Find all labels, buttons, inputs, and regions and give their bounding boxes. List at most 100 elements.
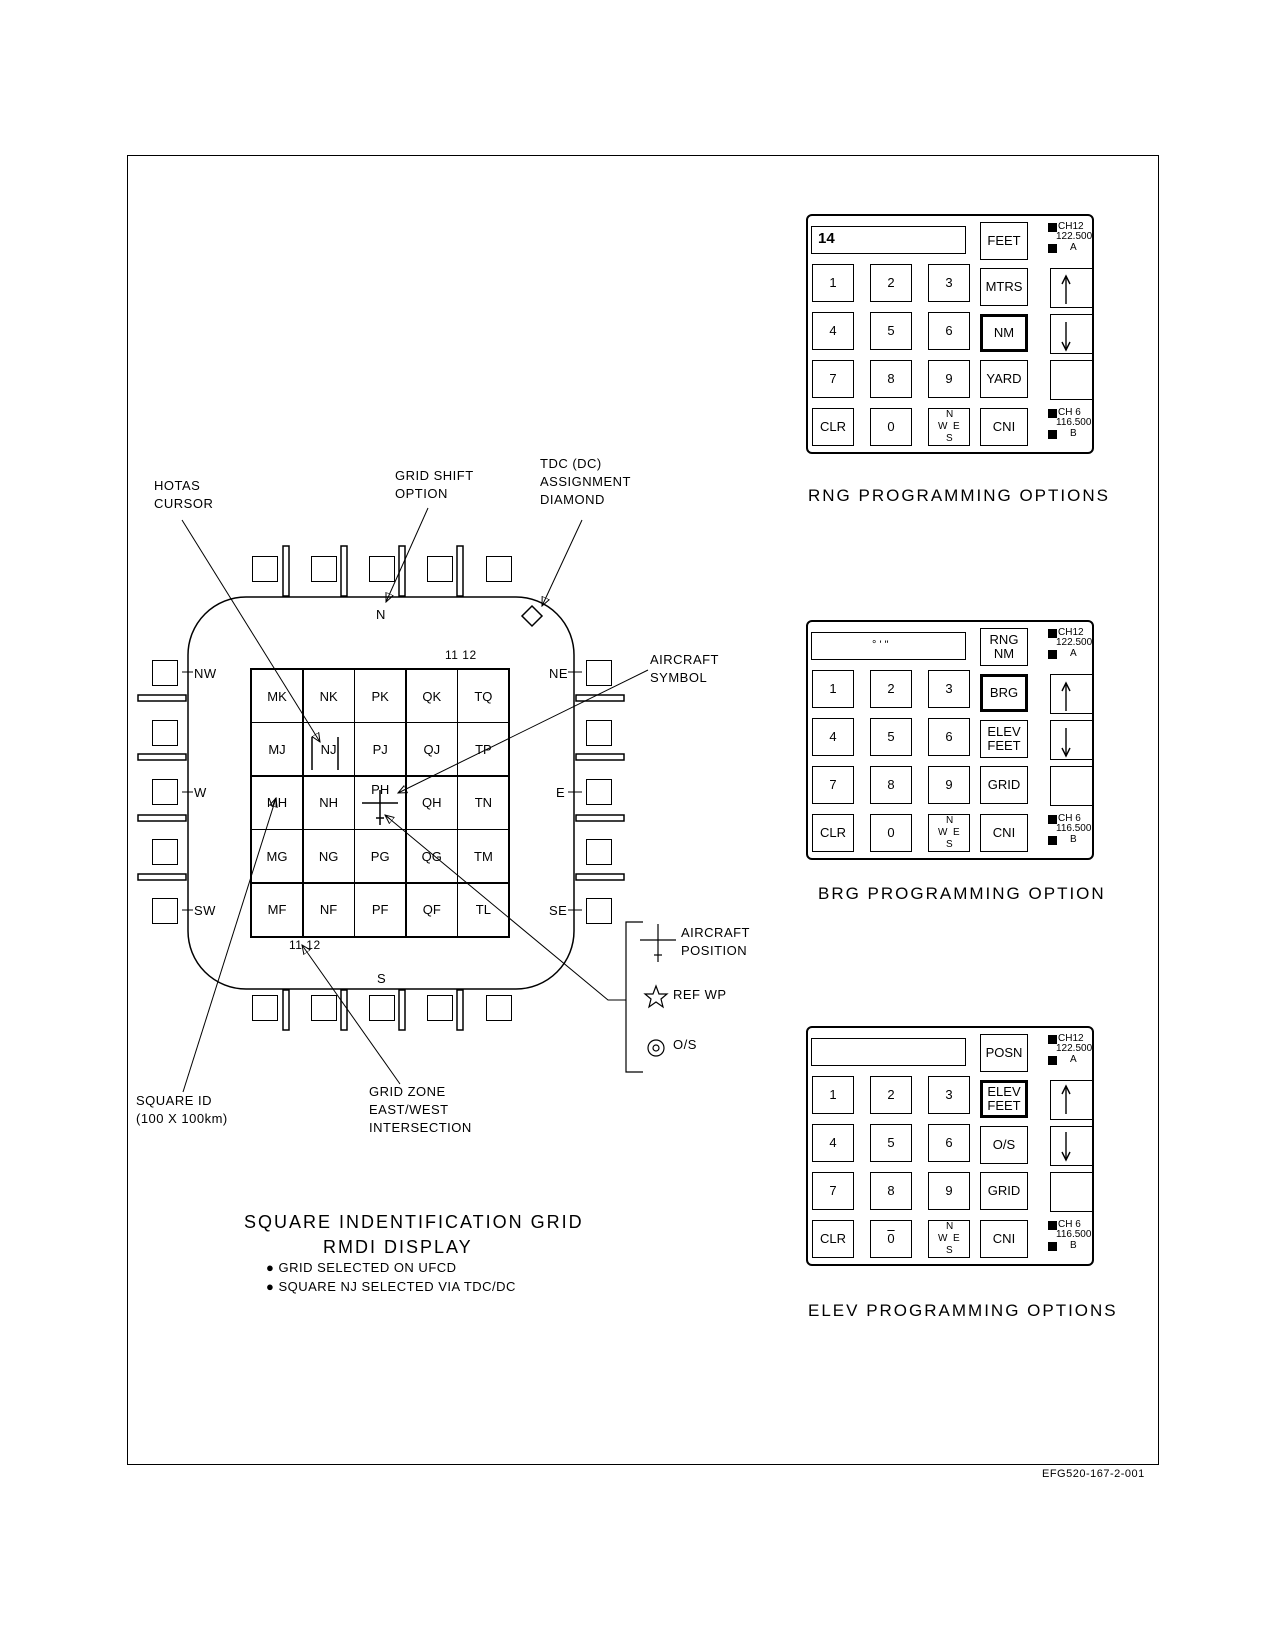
rng-option-0[interactable]: FEET [980,222,1028,260]
osb-left-2[interactable] [152,720,178,746]
rng-option-1[interactable]: MTRS [980,268,1028,306]
rng-key-3[interactable]: 3 [928,264,970,302]
brg-blank-button[interactable] [1050,766,1094,806]
osb-top-4[interactable] [427,556,453,582]
rng-key-clr[interactable]: CLR [812,408,854,446]
grid-square-qj[interactable]: QJ [405,722,458,777]
brg-down-arrow-button[interactable] [1050,720,1094,760]
rng-cni-button[interactable]: CNI [980,408,1028,446]
grid-square-ng[interactable]: NG [302,829,355,884]
brg-key-8[interactable]: 8 [870,766,912,804]
elev-key-3[interactable]: 3 [928,1076,970,1114]
osb-left-1[interactable] [152,660,178,686]
rng-key-0[interactable]: 0 [870,408,912,446]
elev-key-4[interactable]: 4 [812,1124,854,1162]
grid-square-tm[interactable]: TM [457,829,510,884]
grid-square-tl[interactable]: TL [457,882,510,937]
elev-up-arrow-button[interactable] [1050,1080,1094,1120]
grid-square-tn[interactable]: TN [457,775,510,830]
osb-right-5[interactable] [586,898,612,924]
elev-option-3[interactable]: GRID [980,1172,1028,1210]
grid-square-mh[interactable]: MH [251,775,303,830]
elev-key-2[interactable]: 2 [870,1076,912,1114]
grid-square-pk[interactable]: PK [354,669,407,723]
osb-right-4[interactable] [586,839,612,865]
osb-right-3[interactable] [586,779,612,805]
brg-up-arrow-button[interactable] [1050,674,1094,714]
osb-top-1[interactable] [252,556,278,582]
grid-square-mj[interactable]: MJ [251,722,303,777]
osb-bottom-2[interactable] [311,995,337,1021]
osb-top-5[interactable] [486,556,512,582]
osb-bottom-5[interactable] [486,995,512,1021]
rng-down-arrow-button[interactable] [1050,314,1094,354]
rng-key-6[interactable]: 6 [928,312,970,350]
brg-option-2[interactable]: ELEV FEET [980,720,1028,758]
rng-blank-button[interactable] [1050,360,1094,400]
grid-square-tq[interactable]: TQ [457,669,510,723]
brg-key-9[interactable]: 9 [928,766,970,804]
brg-option-3[interactable]: GRID [980,766,1028,804]
grid-square-qg[interactable]: QG [405,829,458,884]
elev-key-7[interactable]: 7 [812,1172,854,1210]
brg-key-7[interactable]: 7 [812,766,854,804]
grid-square-nj[interactable]: NJ [302,722,355,777]
grid-square-qk[interactable]: QK [405,669,458,723]
elev-option-2[interactable]: O/S [980,1126,1028,1164]
osb-right-1[interactable] [586,660,612,686]
osb-bottom-4[interactable] [427,995,453,1021]
rng-key-4[interactable]: 4 [812,312,854,350]
rng-up-arrow-button[interactable] [1050,268,1094,308]
elev-key-0[interactable]: 0 [870,1220,912,1258]
grid-square-qf[interactable]: QF [405,882,458,937]
brg-cni-button[interactable]: CNI [980,814,1028,852]
elev-key-8[interactable]: 8 [870,1172,912,1210]
osb-right-2[interactable] [586,720,612,746]
rng-key-8[interactable]: 8 [870,360,912,398]
osb-left-4[interactable] [152,839,178,865]
brg-key-3[interactable]: 3 [928,670,970,708]
elev-key-5[interactable]: 5 [870,1124,912,1162]
brg-key-0[interactable]: 0 [870,814,912,852]
brg-key-clr[interactable]: CLR [812,814,854,852]
elev-key-9[interactable]: 9 [928,1172,970,1210]
rng-option-3[interactable]: YARD [980,360,1028,398]
elev-down-arrow-button[interactable] [1050,1126,1094,1166]
grid-square-pf[interactable]: PF [354,882,407,937]
rng-key-9[interactable]: 9 [928,360,970,398]
grid-square-ph[interactable]: PH [354,775,407,830]
elev-option-0[interactable]: POSN [980,1034,1028,1072]
grid-square-qh[interactable]: QH [405,775,458,830]
osb-bottom-3[interactable] [369,995,395,1021]
brg-key-6[interactable]: 6 [928,718,970,756]
brg-key-4[interactable]: 4 [812,718,854,756]
rng-key-7[interactable]: 7 [812,360,854,398]
grid-square-mf[interactable]: MF [251,882,303,937]
grid-square-pg[interactable]: PG [354,829,407,884]
grid-square-nh[interactable]: NH [302,775,355,830]
osb-left-3[interactable] [152,779,178,805]
elev-key-1[interactable]: 1 [812,1076,854,1114]
osb-left-5[interactable] [152,898,178,924]
elev-key-6[interactable]: 6 [928,1124,970,1162]
brg-key-2[interactable]: 2 [870,670,912,708]
rng-key-2[interactable]: 2 [870,264,912,302]
grid-square-mg[interactable]: MG [251,829,303,884]
osb-top-3[interactable] [369,556,395,582]
rng-key-1[interactable]: 1 [812,264,854,302]
grid-square-nf[interactable]: NF [302,882,355,937]
grid-square-tp[interactable]: TP [457,722,510,777]
elev-option-1[interactable]: ELEV FEET [980,1080,1028,1118]
osb-bottom-1[interactable] [252,995,278,1021]
osb-top-2[interactable] [311,556,337,582]
rng-key-5[interactable]: 5 [870,312,912,350]
grid-square-nk[interactable]: NK [302,669,355,723]
elev-key-clr[interactable]: CLR [812,1220,854,1258]
